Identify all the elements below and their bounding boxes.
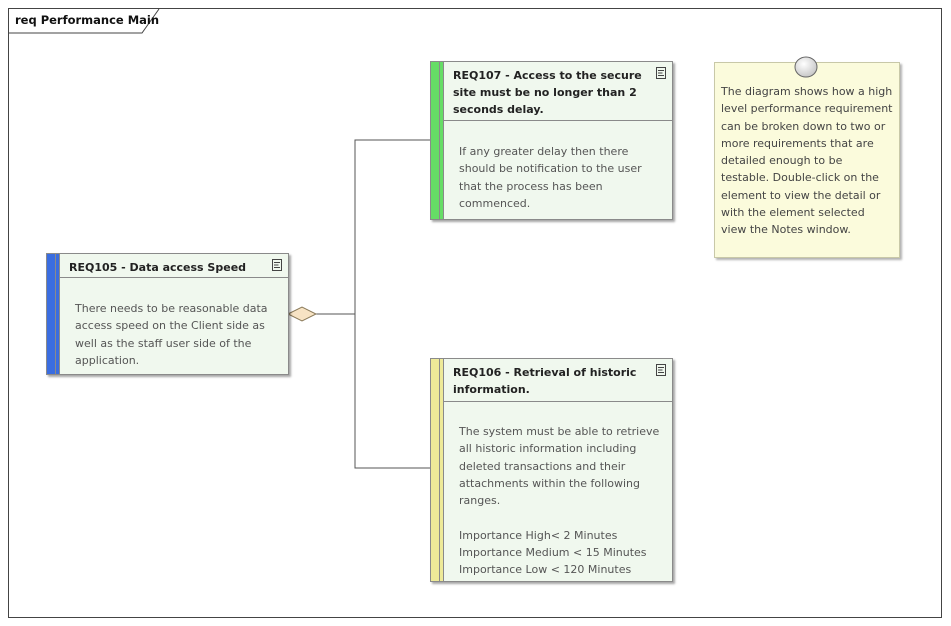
requirement-color-bar (431, 62, 444, 219)
requirement-req106[interactable]: REQ106 - Retrieval of historic informati… (430, 358, 673, 582)
requirement-body: The system must be able to retrieve all … (459, 425, 660, 577)
requirement-title: REQ107 - Access to the secure site must … (453, 69, 642, 116)
aggregation-connector[interactable] (316, 139, 431, 469)
diagram-note[interactable]: The diagram shows how a high level perfo… (714, 62, 900, 258)
element-e-icon (656, 364, 666, 376)
requirement-body: If any greater delay then there should b… (459, 145, 642, 210)
requirement-title: REQ106 - Retrieval of historic informati… (453, 366, 637, 396)
requirement-req105[interactable]: REQ105 - Data access Speed There needs t… (46, 253, 289, 375)
frame-tab (8, 8, 160, 34)
aggregation-diamond-icon (286, 306, 318, 322)
diagram-frame (8, 8, 942, 618)
frame-title: req Performance Main (15, 13, 160, 27)
requirement-title: REQ105 - Data access Speed (69, 261, 247, 274)
requirement-separator (60, 277, 288, 278)
requirement-body: There needs to be reasonable data access… (75, 302, 268, 367)
requirement-separator (444, 401, 672, 402)
requirement-separator (444, 120, 672, 121)
requirement-req107[interactable]: REQ107 - Access to the secure site must … (430, 61, 673, 220)
element-e-icon (656, 67, 666, 79)
note-text: The diagram shows how a high level perfo… (721, 85, 893, 237)
requirement-color-bar (47, 254, 60, 374)
element-e-icon (272, 259, 282, 271)
note-circle-icon (794, 56, 818, 78)
requirement-color-bar (431, 359, 444, 581)
frame-tab-outline (8, 8, 160, 34)
